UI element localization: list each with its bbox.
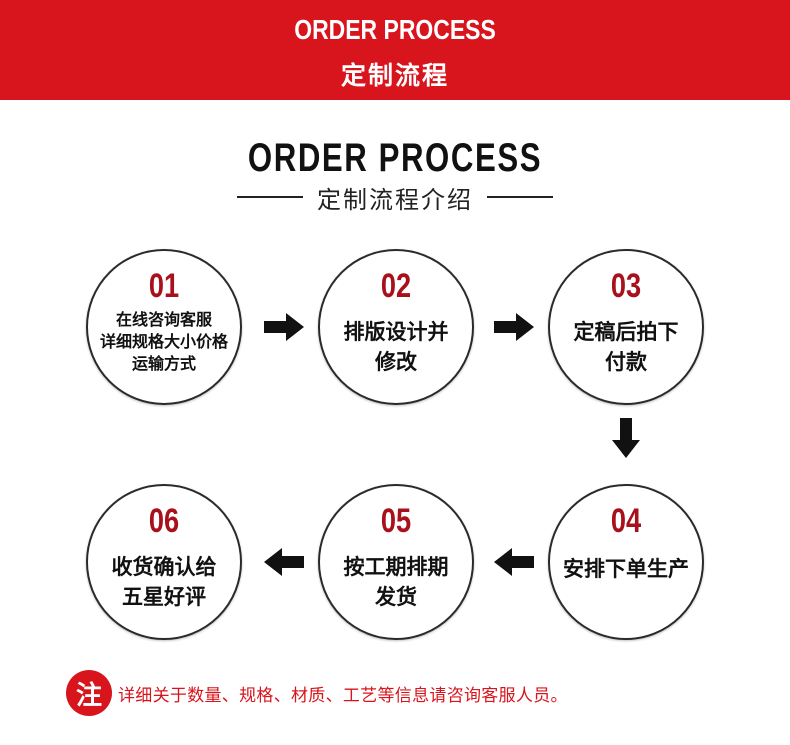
- step-01: 01 在线咨询客服 详细规格大小价格 运输方式: [86, 249, 242, 405]
- divider-left: [237, 196, 303, 198]
- step-line: 按工期排期: [343, 555, 449, 579]
- step-line: 发货: [375, 585, 417, 609]
- step-description: 安排下单生产: [558, 554, 694, 584]
- step-line: 在线咨询客服: [115, 310, 212, 329]
- section-title-en: ORDER PROCESS: [247, 136, 543, 180]
- step-number: 04: [610, 502, 642, 540]
- step-line: 付款: [605, 350, 647, 374]
- step-05: 05 按工期排期 发货: [318, 484, 474, 640]
- divider-right: [487, 196, 553, 198]
- step-description: 按工期排期 发货: [328, 552, 464, 612]
- header-banner: ORDER PROCESS 定制流程: [0, 0, 790, 100]
- step-02: 02 排版设计并 修改: [318, 249, 474, 405]
- banner-title-en: ORDER PROCESS: [294, 14, 496, 45]
- arrow-left-icon: [264, 548, 304, 576]
- step-line: 详细规格大小价格: [99, 332, 228, 351]
- note-text: 详细关于数量、规格、材质、工艺等信息请咨询客服人员。: [118, 685, 568, 706]
- step-line: 排版设计并: [343, 320, 449, 344]
- step-number: 05: [380, 502, 412, 540]
- note-badge: 注: [66, 670, 112, 716]
- step-line: 五星好评: [122, 585, 206, 609]
- step-04: 04 安排下单生产: [548, 484, 704, 640]
- arrow-down-icon: [612, 418, 640, 458]
- arrow-right-icon: [494, 313, 534, 341]
- banner-title-cn: 定制流程: [340, 61, 449, 90]
- step-description: 收货确认给 五星好评: [96, 552, 232, 612]
- arrow-left-icon: [494, 548, 534, 576]
- step-number: 01: [148, 267, 180, 305]
- step-number: 03: [610, 267, 642, 305]
- footer-note: 注 详细关于数量、规格、材质、工艺等信息请咨询客服人员。: [66, 670, 568, 716]
- step-line: 定稿后拍下: [573, 320, 679, 344]
- step-line: 安排下单生产: [563, 557, 689, 581]
- step-line: 收货确认给: [111, 555, 217, 579]
- section-title-cn: 定制流程介绍: [317, 185, 473, 214]
- step-description: 在线咨询客服 详细规格大小价格 运输方式: [96, 309, 232, 375]
- step-number: 02: [380, 267, 412, 305]
- step-line: 修改: [375, 350, 417, 374]
- step-number: 06: [148, 502, 180, 540]
- arrow-right-icon: [264, 313, 304, 341]
- step-description: 定稿后拍下 付款: [558, 317, 694, 377]
- section-subtitle-row: 定制流程介绍: [0, 182, 790, 214]
- step-03: 03 定稿后拍下 付款: [548, 249, 704, 405]
- step-description: 排版设计并 修改: [328, 317, 464, 377]
- step-06: 06 收货确认给 五星好评: [86, 484, 242, 640]
- step-line: 运输方式: [131, 354, 196, 373]
